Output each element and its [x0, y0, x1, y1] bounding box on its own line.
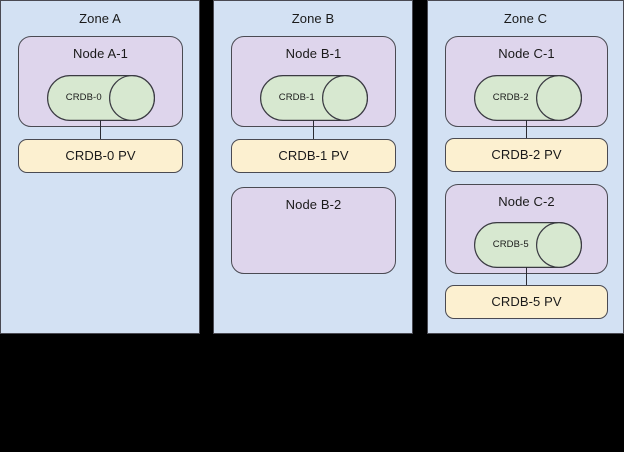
pv-label-crdb-2: CRDB-2 PV [491, 147, 562, 162]
zone-title-b: Zone B [291, 11, 335, 26]
node-label-c-2: Node C-2 [498, 194, 555, 209]
pv-box-crdb-5[interactable]: CRDB-5 PV [445, 285, 608, 319]
pv-label-crdb-1: CRDB-1 PV [278, 148, 349, 163]
node-box-b-1[interactable]: Node B-1 CRDB-1 [231, 36, 396, 127]
zone-panel-c: Zone C Node C-1 CRDB-2 CRDB-2 PV Node C-… [427, 0, 624, 334]
node-box-c-1[interactable]: Node C-1 CRDB-2 [445, 36, 608, 127]
node-label-a-1: Node A-1 [72, 46, 128, 61]
node-box-c-2[interactable]: Node C-2 CRDB-5 [445, 184, 608, 274]
cylinder-crdb-2[interactable]: CRDB-2 [474, 75, 582, 121]
zone-title-c: Zone C [503, 11, 548, 26]
cylinder-crdb-1[interactable]: CRDB-1 [260, 75, 368, 121]
zone-title-a: Zone A [79, 11, 121, 26]
connector-line-c-1 [526, 120, 527, 139]
pv-box-crdb-1[interactable]: CRDB-1 PV [231, 139, 396, 173]
pv-label-crdb-0: CRDB-0 PV [65, 148, 136, 163]
cylinder-shape-icon [260, 75, 368, 121]
node-label-c-1: Node C-1 [498, 46, 555, 61]
zone-panel-a: Zone A Node A-1 CRDB-0 CRDB-0 PV [0, 0, 200, 334]
pv-box-crdb-2[interactable]: CRDB-2 PV [445, 138, 608, 172]
cylinder-crdb-5[interactable]: CRDB-5 [474, 222, 582, 268]
cylinder-shape-icon [474, 222, 582, 268]
pv-label-crdb-5: CRDB-5 PV [491, 294, 562, 309]
node-label-b-1: Node B-1 [285, 46, 342, 61]
node-box-b-2[interactable]: Node B-2 [231, 187, 396, 274]
node-label-b-2: Node B-2 [285, 197, 342, 212]
connector-line-c-2 [526, 267, 527, 286]
connector-line-a-1 [100, 120, 101, 140]
cylinder-shape-icon [474, 75, 582, 121]
zone-panel-b: Zone B Node B-1 CRDB-1 CRDB-1 PV Node B-… [213, 0, 413, 334]
cylinder-shape-icon [47, 75, 155, 121]
node-box-a-1[interactable]: Node A-1 CRDB-0 [18, 36, 183, 127]
pv-box-crdb-0[interactable]: CRDB-0 PV [18, 139, 183, 173]
cylinder-crdb-0[interactable]: CRDB-0 [47, 75, 155, 121]
connector-line-b-1 [313, 120, 314, 140]
